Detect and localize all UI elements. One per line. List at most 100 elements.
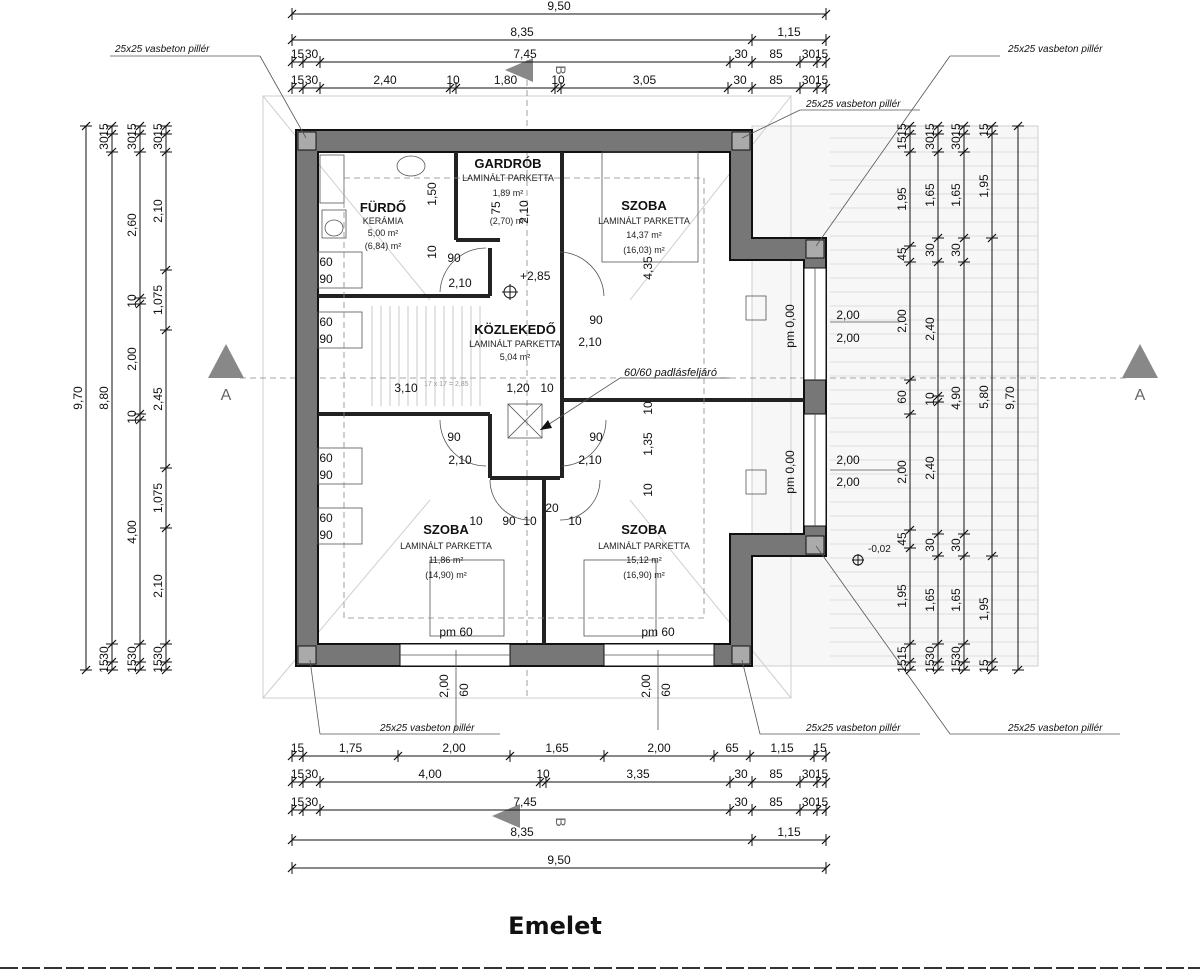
room-szoba2-area: 11,86 m² (429, 555, 464, 565)
dim-gardrob-height: 2,10 (517, 200, 531, 224)
dim-bot-w5: 10 (568, 514, 582, 528)
right-dim-c3-label: 15 (949, 659, 963, 673)
room-kozlekedo-floor: LAMINÁLT PARKETTA (469, 339, 561, 349)
window-pm-label: pm 0,00 (783, 304, 797, 348)
right-dim-c2-label: 2,40 (923, 317, 937, 341)
dim-hall-v1: 1,35 (641, 432, 655, 456)
cabinet-label: 90 (319, 272, 333, 286)
room-szoba1-floor: LAMINÁLT PARKETTA (598, 216, 690, 226)
bot-dim-r2-label: 15 (291, 767, 305, 781)
door-height: 2,10 (578, 453, 602, 467)
right-dim-c1-label: 15 (895, 136, 909, 150)
window-bottom-w1: 2,00 (639, 674, 653, 698)
window-width-label: 2,00 (836, 331, 860, 345)
bot-dim-r3-label: 30 (802, 795, 816, 809)
bot-dim-r2-label: 10 (536, 767, 550, 781)
right-dim-c2-label: 30 (923, 243, 937, 257)
cabinet-label: 60 (319, 255, 333, 269)
door-width: 90 (589, 430, 603, 444)
bot-dim-r1-label: 65 (725, 741, 739, 755)
room-gardrob-area: 1,89 m² (493, 188, 524, 198)
left-dim-c3-label: 30 (125, 646, 139, 660)
room-furdo-gross: (6,84) m² (365, 241, 402, 251)
room-furdo-area: 5,00 m² (368, 228, 399, 238)
right-dim-c4-label: 1,95 (977, 174, 991, 198)
left-dim-c4-label: 1,075 (151, 483, 165, 513)
roof-tiles (751, 125, 1039, 667)
window-width-label: 2,00 (836, 453, 860, 467)
top-dim-r3-label: 15 (815, 47, 829, 61)
room-kozlekedo-name: KÖZLEKEDŐ (474, 322, 556, 337)
top-dim-r4-label: 10 (446, 73, 460, 87)
left-dim-c2-label: 30 (97, 136, 111, 150)
pillar-callout-t: 25x25 vasbeton pillér (805, 99, 901, 110)
bot-dim-r4-label: 1,15 (777, 825, 801, 839)
left-dim-c2-label: 8,80 (97, 386, 111, 410)
room-szoba2-gross: (14,90) m² (425, 570, 467, 580)
window-width-label: 2,00 (836, 475, 860, 489)
top-dim-r3-label: 7,45 (513, 47, 537, 61)
right-dim-c3-label: 15 (949, 123, 963, 137)
right-dim-c4-label: 5,80 (977, 385, 991, 409)
outside-level-label: -0,02 (868, 544, 891, 555)
room-szoba3-floor: LAMINÁLT PARKETTA (598, 541, 690, 551)
right-dim-c1-label: 1,95 (895, 584, 909, 608)
top-dim-r3-label: 30 (305, 47, 319, 61)
left-dim-c3-label: 2,60 (125, 213, 139, 237)
left-dim-c3-label: 30 (125, 136, 139, 150)
door-height: 2,10 (578, 335, 602, 349)
pillar-callout-bl: 25x25 vasbeton pillér (379, 723, 475, 734)
dim-hall-thick: 10 (540, 381, 554, 395)
room-kozlekedo-area: 5,04 m² (500, 352, 531, 362)
right-dim-c3-label: 30 (949, 136, 963, 150)
right-dim-c2-label: 30 (923, 538, 937, 552)
right-dim-c1-label: 60 (895, 390, 909, 404)
inner-labels: 1,50 75 2,10 10 4,35 3,10 1,20 10 1,35 1… (319, 182, 860, 698)
right-dim-c1-label: 45 (895, 532, 909, 546)
top-dim-r4-label: 10 (551, 73, 565, 87)
right-dim-c2-label: 30 (923, 646, 937, 660)
cabinet-label: 60 (319, 315, 333, 329)
dim-bot-w4: 20 (545, 501, 559, 515)
right-dim-c1-label: 2,00 (895, 309, 909, 333)
right-dim-c2-label: 15 (923, 659, 937, 673)
left-dim-c3-label: 15 (125, 123, 139, 137)
right-dim-c2-label: 10 (923, 392, 937, 406)
left-dim-c4-label: 15 (151, 659, 165, 673)
left-dim-c3-label: 10 (125, 410, 139, 424)
left-dim-c4-label: 30 (151, 646, 165, 660)
bot-dim-r3-label: 15 (815, 795, 829, 809)
left-dim-c4-label: 2,10 (151, 574, 165, 598)
pillar-callout-br: 25x25 vasbeton pillér (1007, 723, 1103, 734)
dim-gardrob-thick: 10 (425, 245, 439, 259)
bot-dim-r5-label: 9,50 (547, 853, 571, 867)
bot-dim-r2-label: 30 (734, 767, 748, 781)
dim-bot-w1: 10 (469, 514, 483, 528)
right-dim-c4-label: 15 (977, 659, 991, 673)
top-dim-r3-label: 15 (291, 47, 305, 61)
pillar-leaders (110, 55, 1120, 735)
roof-outline (262, 95, 792, 699)
door-width: 90 (447, 430, 461, 444)
window-pm-bottom: pm 60 (439, 625, 473, 639)
right-dim-c3-label: 4,90 (949, 386, 963, 410)
pillar-callout-bm: 25x25 vasbeton pillér (805, 723, 901, 734)
window-bottom-w2: 60 (659, 683, 673, 697)
bot-dim-r2-label: 30 (305, 767, 319, 781)
right-dim-c4-label: 1,95 (977, 597, 991, 621)
right-dim-c2-label: 1,65 (923, 588, 937, 612)
right-dim-c3-label: 1,65 (949, 588, 963, 612)
top-dim-r4-label: 15 (815, 73, 829, 87)
bot-dim-r2-label: 30 (802, 767, 816, 781)
right-dim-c2-label: 2,40 (923, 456, 937, 480)
left-dim-c2-label: 15 (97, 123, 111, 137)
attic-callout: 60/60 padlásfeljáró (624, 367, 717, 379)
dim-bot-w2: 90 (502, 514, 516, 528)
door-width: 90 (447, 251, 461, 265)
left-dim-c4-label: 1,075 (151, 285, 165, 315)
top-dim-r1-label: 9,50 (547, 0, 571, 13)
bot-dim-r4-label: 8,35 (510, 825, 534, 839)
window-bottom-w2: 60 (457, 683, 471, 697)
dim-hall-w1: 3,10 (394, 381, 418, 395)
room-szoba3-gross: (16,90) m² (623, 570, 665, 580)
